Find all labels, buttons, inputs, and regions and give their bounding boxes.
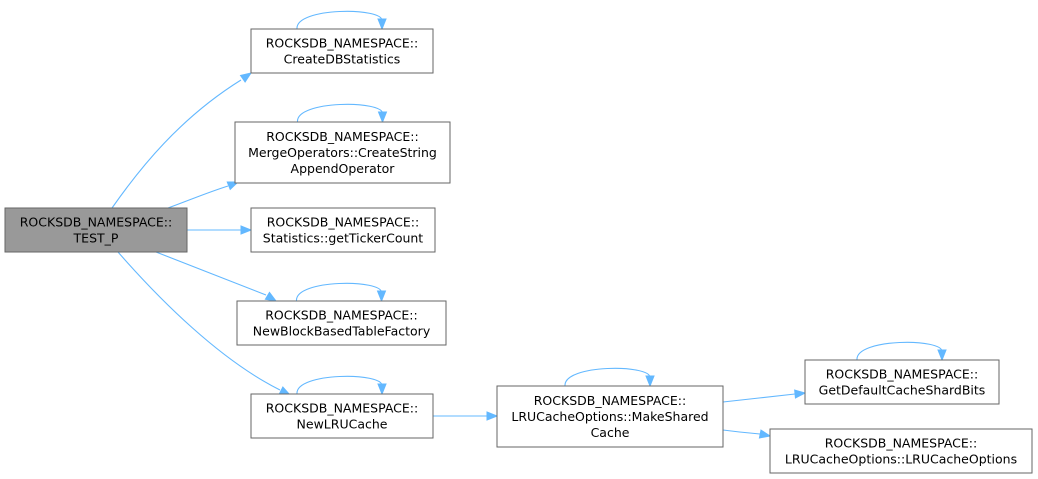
- node-label-line: GetDefaultCacheShardBits: [819, 383, 986, 398]
- node-label-line: TEST_P: [73, 231, 119, 246]
- node-box: [236, 300, 447, 346]
- arrow-head-icon: [794, 389, 807, 399]
- node-label-line: MergeOperators::CreateString: [248, 145, 437, 160]
- node-box: [4, 207, 188, 253]
- node-label-line: LRUCacheOptions::LRUCacheOptions: [785, 452, 1017, 467]
- self-loop-edge: [296, 103, 384, 123]
- node-label-line: NewBlockBasedTableFactory: [253, 324, 431, 339]
- edge-line: [722, 429, 761, 435]
- edge-line: [111, 79, 242, 209]
- edge-line: [117, 251, 281, 391]
- self-loop-edge: [564, 367, 651, 387]
- node-label-line: ROCKSDB_NAMESPACE::: [267, 215, 419, 230]
- arrow-head-icon: [377, 111, 388, 124]
- arrow-head-icon: [240, 225, 253, 235]
- node-new-lru-cache[interactable]: ROCKSDB_NAMESPACE::NewLRUCache: [250, 375, 434, 439]
- node-box: [250, 207, 436, 253]
- edge-line: [722, 393, 796, 403]
- arrow-head-icon: [758, 429, 772, 439]
- self-loop-edge: [856, 341, 943, 361]
- node-box: [250, 28, 434, 74]
- edge-new_lru_cache-to-make_shared_cache: [433, 411, 499, 421]
- edge-make_shared_cache-to-get_default_cache_shard_bits: [722, 389, 807, 403]
- node-box: [496, 385, 724, 448]
- node-box: [804, 359, 1000, 405]
- node-label-line: ROCKSDB_NAMESPACE::: [534, 393, 686, 408]
- self-loop-edge: [296, 10, 383, 30]
- edge-make_shared_cache-to-lru_cache_options_ctor: [722, 429, 772, 439]
- nodes-layer: ROCKSDB_NAMESPACE::TEST_PROCKSDB_NAMESPA…: [4, 10, 1033, 474]
- arrow-head-icon: [377, 383, 387, 396]
- node-create-string-append-operator[interactable]: ROCKSDB_NAMESPACE::MergeOperators::Creat…: [234, 103, 451, 184]
- node-new-block-based-table-factory[interactable]: ROCKSDB_NAMESPACE::NewBlockBasedTableFac…: [236, 282, 447, 346]
- arrow-head-icon: [645, 375, 655, 388]
- node-label-line: ROCKSDB_NAMESPACE::: [266, 129, 418, 144]
- arrow-head-icon: [239, 72, 253, 83]
- node-label-line: ROCKSDB_NAMESPACE::: [266, 401, 418, 416]
- node-get-default-cache-shard-bits[interactable]: ROCKSDB_NAMESPACE::GetDefaultCacheShardB…: [804, 341, 1000, 405]
- node-test-p[interactable]: ROCKSDB_NAMESPACE::TEST_P: [4, 207, 188, 253]
- node-box: [769, 428, 1033, 474]
- node-label-line: CreateDBStatistics: [284, 52, 401, 67]
- arrow-head-icon: [264, 291, 278, 302]
- node-get-ticker-count[interactable]: ROCKSDB_NAMESPACE::Statistics::getTicker…: [250, 207, 436, 253]
- edges-layer: [111, 72, 807, 439]
- node-label-line: ROCKSDB_NAMESPACE::: [826, 367, 978, 382]
- arrow-head-icon: [377, 18, 387, 31]
- node-label-line: Statistics::getTickerCount: [263, 231, 424, 246]
- arrow-head-icon: [376, 290, 387, 303]
- node-box: [250, 393, 434, 439]
- node-label-line: ROCKSDB_NAMESPACE::: [266, 36, 418, 51]
- node-label-line: LRUCacheOptions::MakeShared: [511, 409, 708, 424]
- node-make-shared-cache[interactable]: ROCKSDB_NAMESPACE::LRUCacheOptions::Make…: [496, 367, 724, 448]
- node-label-line: ROCKSDB_NAMESPACE::: [265, 308, 417, 323]
- node-label-line: AppendOperator: [291, 161, 396, 176]
- self-loop-edge: [296, 375, 383, 395]
- node-label-line: NewLRUCache: [297, 417, 388, 432]
- edge-test_p-to-create_string_append_operator: [167, 181, 240, 209]
- node-label-line: Cache: [591, 425, 630, 440]
- self-loop-edge: [295, 282, 383, 302]
- edge-line: [155, 251, 267, 296]
- node-label-line: ROCKSDB_NAMESPACE::: [825, 436, 977, 451]
- arrow-head-icon: [937, 349, 947, 362]
- node-box: [234, 121, 451, 184]
- node-create-db-statistics[interactable]: ROCKSDB_NAMESPACE::CreateDBStatistics: [250, 10, 434, 74]
- arrow-head-icon: [226, 181, 240, 191]
- node-lru-cache-options-ctor[interactable]: ROCKSDB_NAMESPACE::LRUCacheOptions::LRUC…: [769, 428, 1033, 474]
- edge-test_p-to-create_db_statistics: [111, 72, 253, 209]
- edge-test_p-to-new_block_based_table_factory: [155, 251, 278, 302]
- edge-line: [167, 185, 229, 209]
- node-label-line: ROCKSDB_NAMESPACE::: [20, 215, 172, 230]
- edge-test_p-to-get_ticker_count: [187, 225, 253, 235]
- arrow-head-icon: [486, 411, 499, 421]
